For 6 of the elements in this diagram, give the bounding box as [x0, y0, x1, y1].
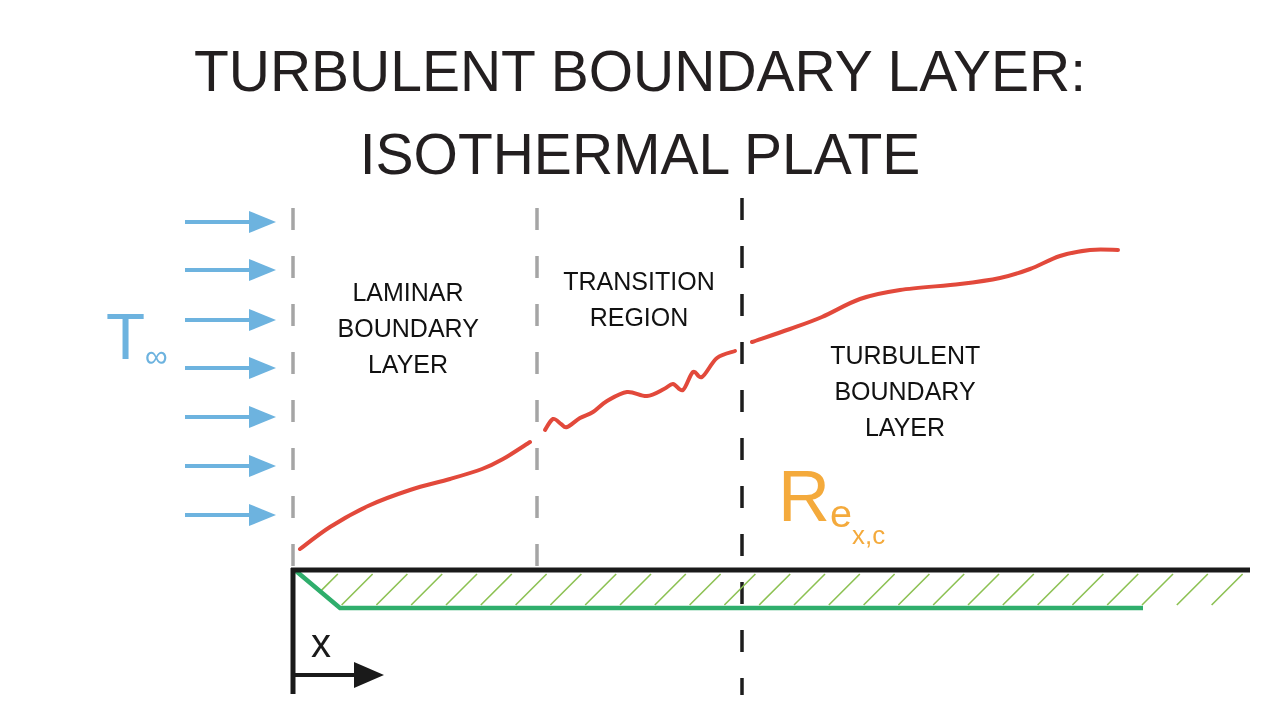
temperature-symbol: T$_{∞}$: [106, 305, 168, 372]
title: TURBULENT BOUNDARY LAYER: ISOTHERMAL PLATE: [193, 38, 1087, 188]
region-label: LAMINAR BOUNDARY LAYER: [337, 277, 479, 380]
region-label: TRANSITION REGION: [563, 266, 715, 333]
region-label: TURBULENT BOUNDARY LAYER: [830, 340, 980, 443]
axis-label: x: [311, 623, 331, 663]
